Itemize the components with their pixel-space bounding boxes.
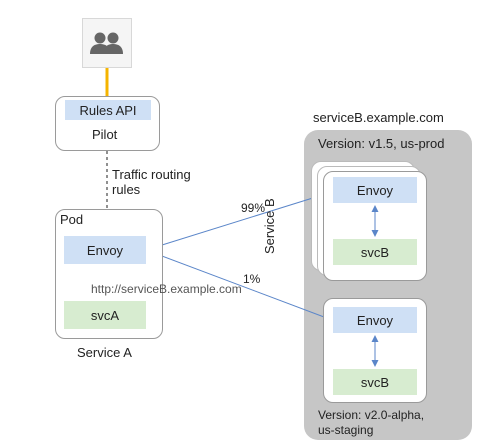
arrow-to-v2 [145,249,333,322]
pod-envoy-label: Envoy [86,242,124,258]
v1-envoy-label: Envoy [356,182,394,198]
v2-envoy-label: Envoy [356,312,394,328]
svca-label: svcA [90,307,120,323]
group-of-users-icon [90,32,123,54]
percent-v1-label: 99% [241,201,266,215]
service-b-host-label: serviceB.example.com [313,110,444,125]
v2-svcb-label: svcB [360,374,390,390]
traffic-routing-label-line1: Traffic routing [112,167,191,182]
pod-envoy-box: Envoy [64,236,146,264]
percent-v2-label: 1% [243,272,261,286]
pilot-label: Pilot [92,127,118,142]
v2-envoy-box: Envoy [333,307,417,333]
service-b-vertical-label: Service B [262,198,277,254]
v2-svcb-box: svcB [333,369,417,395]
arrow-to-v1 [145,190,333,251]
svca-box: svcA [64,301,146,329]
pod-title: Pod [60,212,84,227]
v2-version-label-line1: Version: v2.0-alpha, [318,408,425,422]
service-url-label: http://serviceB.example.com [91,282,242,296]
v1-svcb-box: svcB [333,239,417,265]
rules-api-box: Rules API [65,100,151,120]
rules-api-label: Rules API [79,102,137,118]
v1-svcb-label: svcB [360,244,390,260]
v1-version-label: Version: v1.5, us-prod [318,136,445,151]
users-icon-box [82,18,132,68]
traffic-routing-label-line2: rules [112,182,141,197]
v1-envoy-box: Envoy [333,177,417,203]
v2-version-label-line2: us-staging [318,423,374,437]
service-a-label: Service A [77,345,132,360]
